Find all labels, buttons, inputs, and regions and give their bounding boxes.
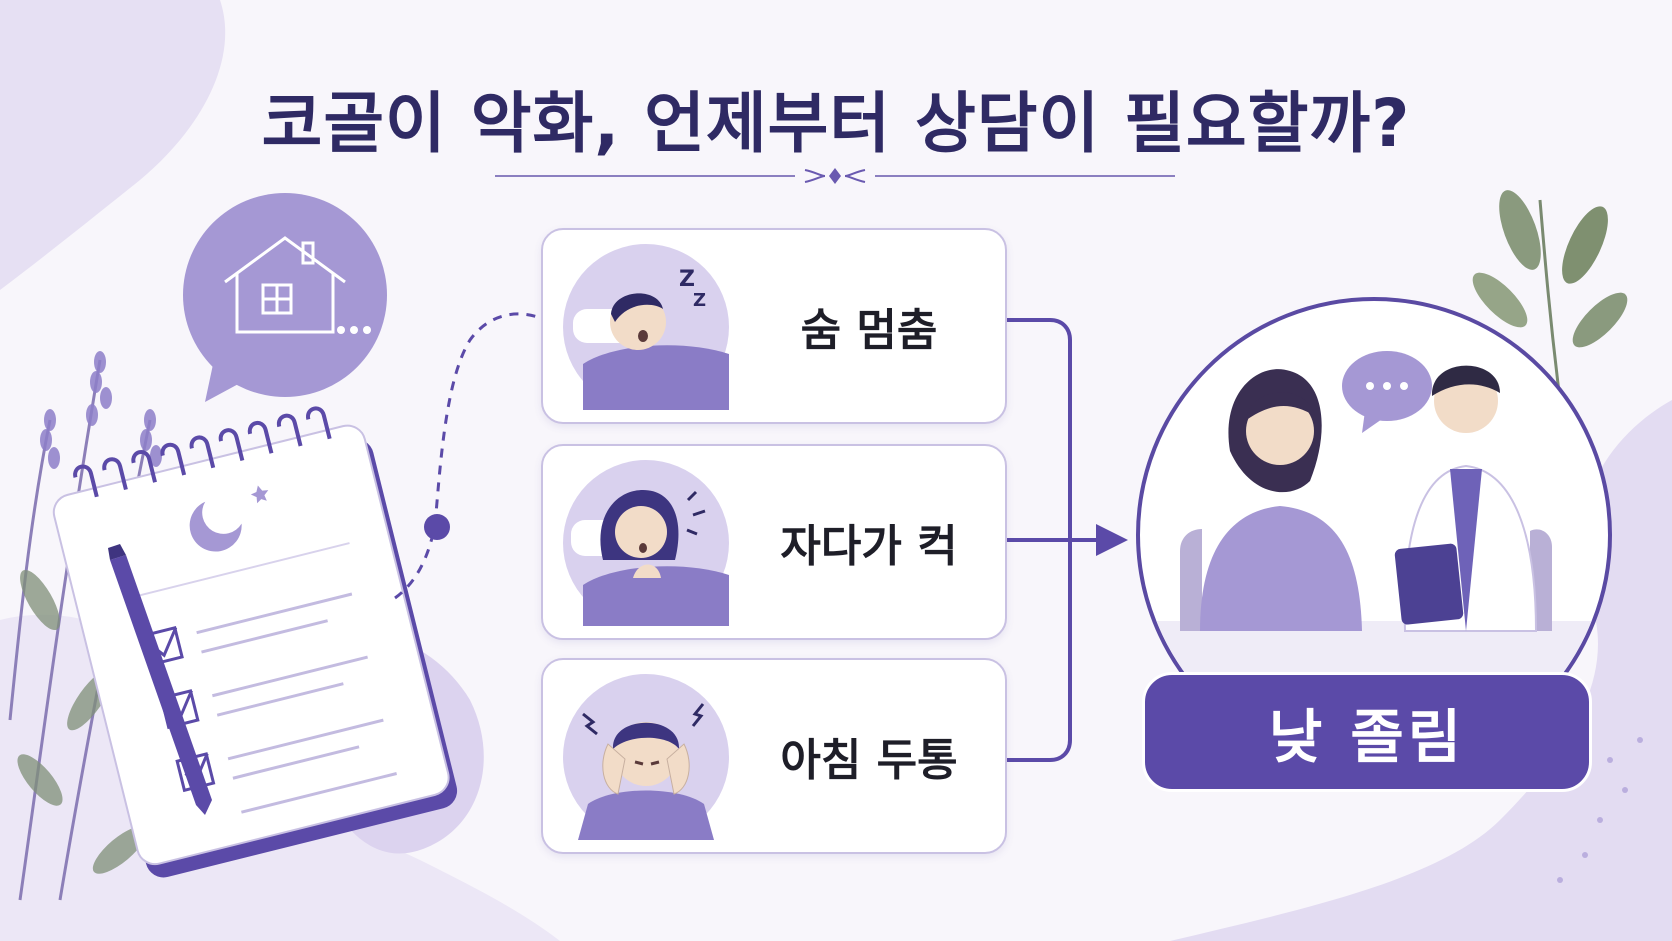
svg-text:Z: Z <box>693 290 706 311</box>
page-title: 코골이 악화, 언제부터 상담이 필요할까? <box>261 85 1411 162</box>
leaf-branch-icon <box>1472 190 1628 401</box>
choking-woman-icon <box>563 460 729 626</box>
svg-text:Z: Z <box>679 267 695 292</box>
symptom-card-1: Z Z 숨 멈춤 <box>541 228 1007 424</box>
result-banner: 낮 졸림 <box>1142 672 1592 792</box>
symptom-card-3: 아침 두통 <box>541 658 1007 854</box>
symptom-label: 숨 멈춤 <box>800 305 938 356</box>
symptom-card-2: 자다가 컥 <box>541 444 1007 640</box>
title-divider <box>495 168 1175 184</box>
ornament-icon <box>804 168 866 184</box>
sleeping-man-icon: Z Z <box>563 244 729 410</box>
headache-person-icon <box>563 674 729 840</box>
symptom-label: 아침 두통 <box>780 735 958 786</box>
result-label: 낮 졸림 <box>1268 703 1466 771</box>
symptom-label: 자다가 컥 <box>780 521 958 572</box>
